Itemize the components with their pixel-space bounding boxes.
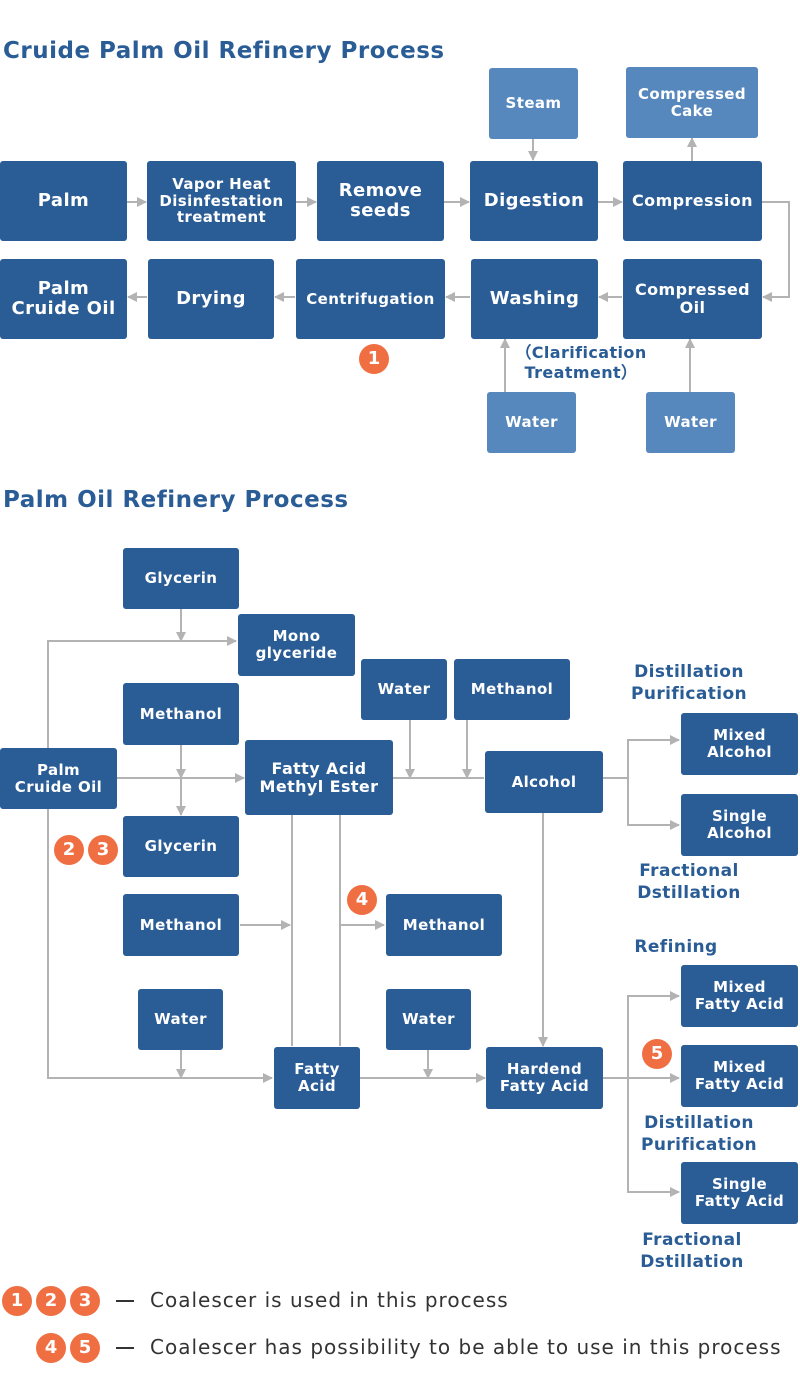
node-hardened-fatty-acid: Hardend Fatty Acid xyxy=(486,1047,603,1109)
refinery-process-title: Palm Oil Refinery Process xyxy=(3,487,349,513)
node-compressed-cake: Compressed Cake xyxy=(626,67,758,138)
node-vapor-heat: Vapor Heat Disinfestation treatment xyxy=(147,161,296,241)
node-water-mid: Water xyxy=(386,989,471,1050)
node-monoglyceride: Mono glyceride xyxy=(238,614,355,676)
legend-badge-5: 5 xyxy=(70,1333,100,1363)
badge-5: 5 xyxy=(642,1039,672,1069)
arrow-alcohol-single xyxy=(627,778,680,830)
node-alcohol: Alcohol xyxy=(485,751,603,813)
legend-badge-3: 3 xyxy=(70,1286,100,1316)
node-drying: Drying xyxy=(148,259,274,339)
node-compression: Compression xyxy=(623,161,762,241)
arrow-oil-fatty-acid xyxy=(47,809,273,1083)
node-steam: Steam xyxy=(489,68,578,139)
node-water-washing: Water xyxy=(487,392,576,453)
arrow-hardened-mixed1 xyxy=(627,991,680,1078)
node-digestion: Digestion xyxy=(470,161,598,241)
node-mixed-fatty-acid-1: Mixed Fatty Acid xyxy=(681,965,798,1027)
node-single-alcohol: Single Alcohol xyxy=(681,794,798,856)
crude-process-title: Cruide Palm Oil Refinery Process xyxy=(3,38,445,64)
label-distillation-purification-2: Distillation Purification xyxy=(640,1113,758,1155)
node-fatty-acid-methyl-ester: Fatty Acid Methyl Ester xyxy=(245,740,393,815)
legend-badge-2: 2 xyxy=(36,1286,66,1316)
node-washing: Washing xyxy=(471,259,598,339)
node-fatty-acid: Fatty Acid xyxy=(274,1047,360,1109)
node-palm-crude-oil-2: Palm Cruide Oil xyxy=(0,748,117,809)
node-water-compressed-oil: Water xyxy=(646,392,735,453)
legend-badge-1: 1 xyxy=(2,1286,32,1316)
node-methanol-left-1: Methanol xyxy=(123,683,239,745)
legend-badge-4: 4 xyxy=(36,1333,66,1363)
node-single-fatty-acid: Single Fatty Acid xyxy=(681,1162,798,1224)
legend-text-used: Coalescer is used in this process xyxy=(150,1288,509,1312)
arrow-alcohol-mixed xyxy=(603,735,680,779)
node-water-left: Water xyxy=(138,989,223,1050)
label-refining: Refining xyxy=(634,937,718,957)
arrow-oil-monoglyceride xyxy=(47,636,237,748)
node-methanol-top-right: Methanol xyxy=(454,659,570,720)
node-remove-seeds: Remove seeds xyxy=(317,161,444,241)
node-palm: Palm xyxy=(0,161,127,241)
badge-3: 3 xyxy=(88,835,118,865)
node-methanol-right: Methanol xyxy=(386,894,502,956)
node-water-top: Water xyxy=(361,659,447,720)
node-centrifugation: Centrifugation xyxy=(296,259,445,339)
legend-text-possible: Coalescer has possibility to be able to … xyxy=(150,1335,782,1359)
arrow-compression-compressed-oil xyxy=(762,201,790,302)
legend-dash-2 xyxy=(116,1347,134,1349)
node-glycerin-top: Glycerin xyxy=(123,548,239,609)
label-clarification: （Clarification Treatment） xyxy=(515,343,647,383)
node-mixed-alcohol: Mixed Alcohol xyxy=(681,713,798,775)
node-methanol-left-2: Methanol xyxy=(123,894,239,956)
badge-4: 4 xyxy=(347,885,377,915)
label-fractional-distillation-2: Fractional Dstillation xyxy=(640,1230,744,1272)
legend-dash-1 xyxy=(116,1300,134,1302)
arrow-hardened-single xyxy=(627,1078,680,1197)
badge-1: 1 xyxy=(359,344,389,374)
node-compressed-oil: Compressed Oil xyxy=(623,259,762,339)
label-distillation-purification-1: Distillation Purification xyxy=(630,662,748,704)
node-palm-crude-oil: Palm Cruide Oil xyxy=(0,259,127,339)
node-mixed-fatty-acid-2: Mixed Fatty Acid xyxy=(681,1045,798,1107)
label-fractional-distillation-1: Fractional Dstillation xyxy=(637,861,741,903)
node-glycerin-mid: Glycerin xyxy=(123,816,239,877)
badge-2: 2 xyxy=(54,835,84,865)
